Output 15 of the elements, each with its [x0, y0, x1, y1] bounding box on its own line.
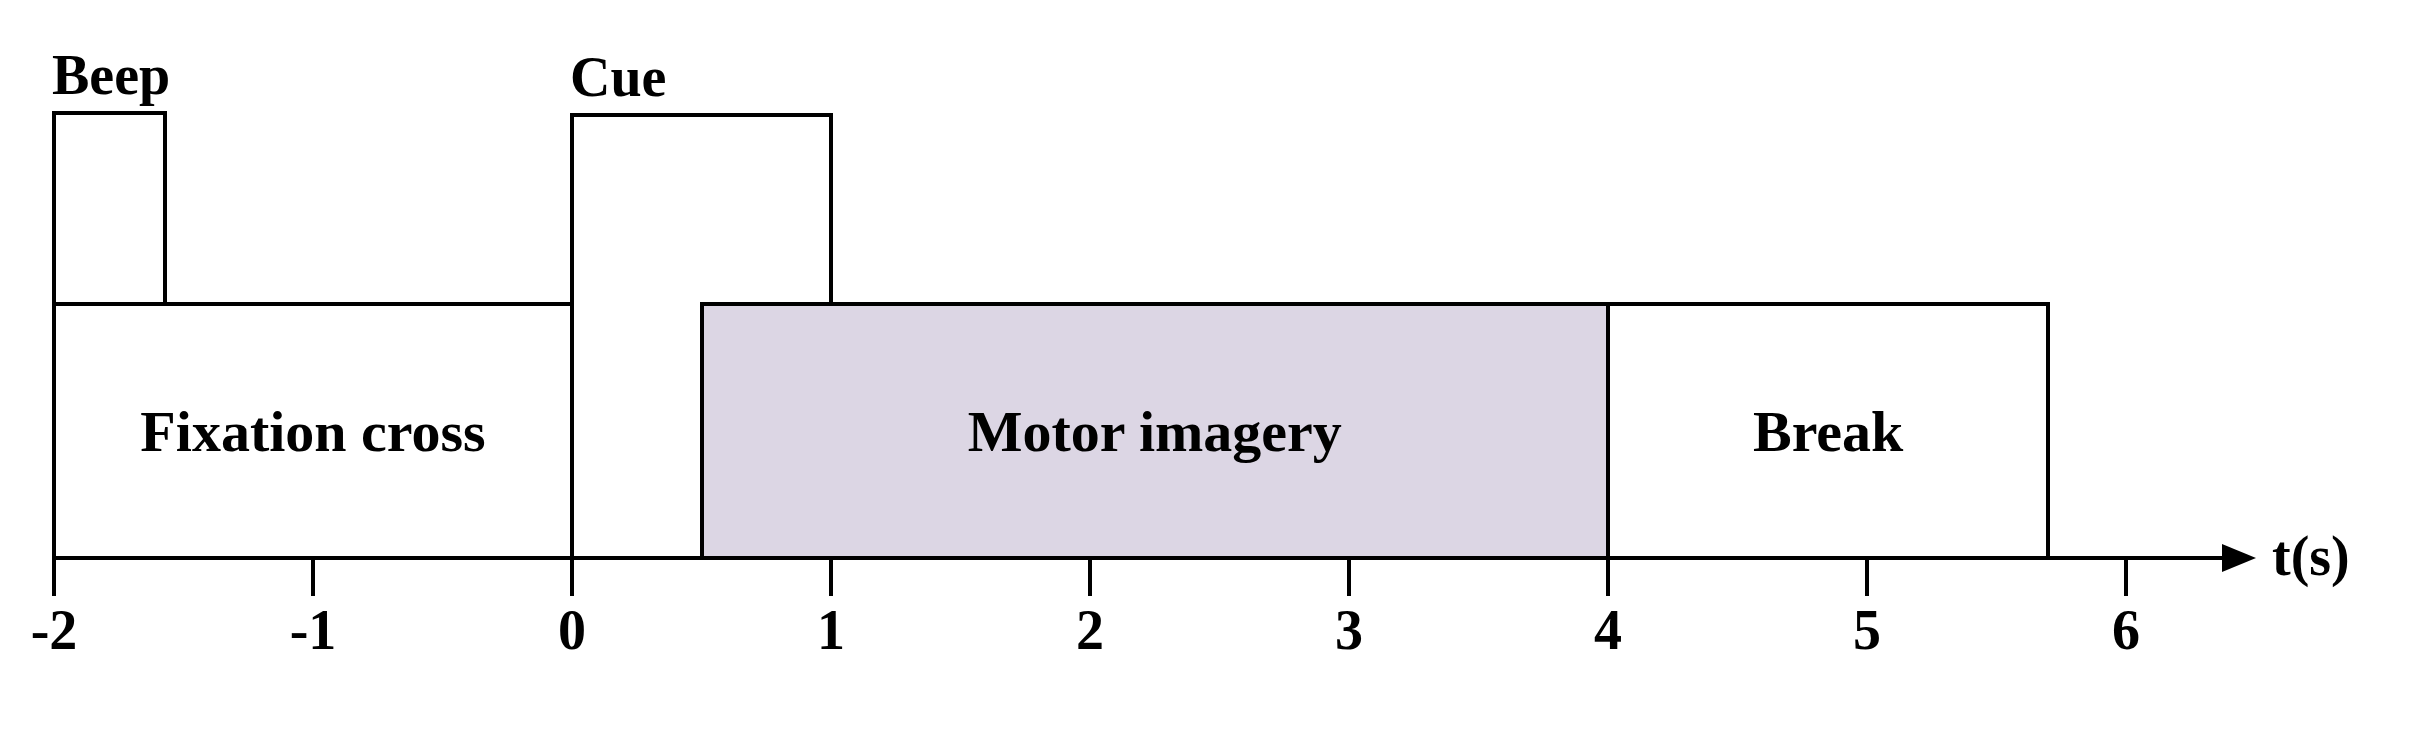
- tick-label: 0: [558, 602, 586, 658]
- tick-label: 1: [817, 602, 845, 658]
- tick-label: -2: [30, 602, 78, 658]
- phase-box: [52, 302, 574, 558]
- phase-label: Break: [1752, 398, 1904, 467]
- tick-label: 4: [1594, 602, 1622, 658]
- tick-label: 6: [2112, 602, 2140, 658]
- phase-label: Motor imagery: [967, 398, 1342, 467]
- phase-label: Cue: [570, 44, 667, 109]
- phase-label: Fixation cross: [140, 398, 486, 467]
- tick-label: 2: [1076, 602, 1104, 658]
- tick-label: 5: [1853, 602, 1881, 658]
- phase-label: Beep: [52, 42, 171, 107]
- tick-label: 3: [1335, 602, 1363, 658]
- tick-label: -1: [289, 602, 337, 658]
